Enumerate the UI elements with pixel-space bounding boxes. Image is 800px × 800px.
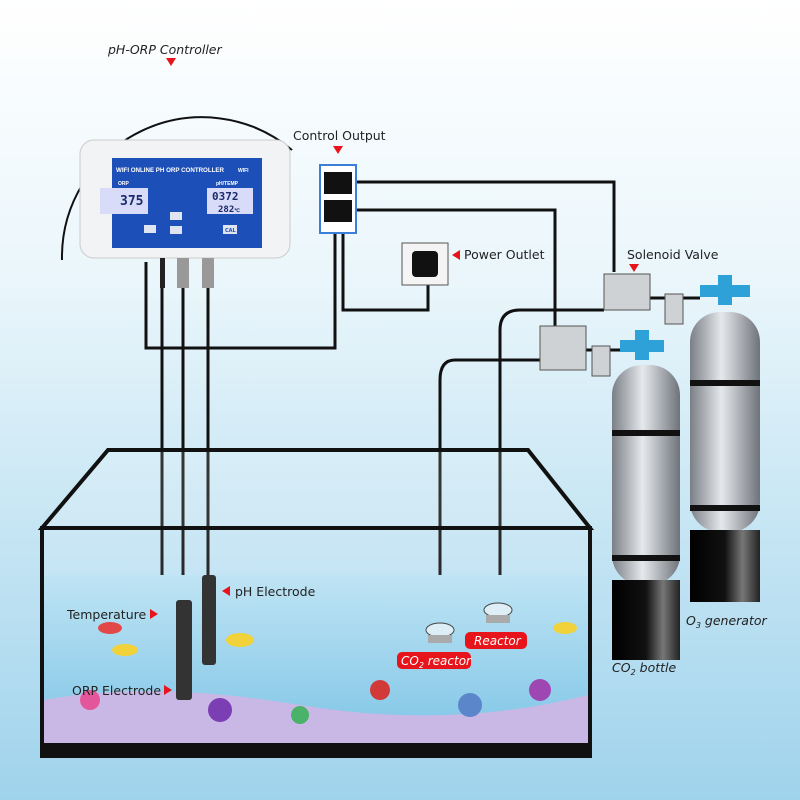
temperature-label: Temperature [66,607,146,622]
orp-label: ORP [118,181,130,187]
pointer-arrow-icon [164,685,172,695]
power-outlet: Power Outlet [401,242,545,286]
orp-electrode-label: ORP Electrode [72,683,161,698]
co2-reactor-badge [397,652,471,669]
reactor-badge [465,632,527,649]
co2-bottle-label: CO2 bottle [612,660,677,677]
control-output-label: Control Output [293,128,386,143]
device-title: WIFI ONLINE PH ORP CONTROLLER [116,167,224,174]
controller-label: pH-ORP Controller [107,42,223,57]
pointer-arrow-icon [333,146,343,154]
control-output-box: Control Output [293,128,386,234]
ph-temp-label: pH/TEMP [216,181,239,187]
reactor-label: Reactor [474,634,522,648]
wifi-button[interactable] [170,226,182,234]
aquarium [37,448,595,758]
o3-generator-label: O3 generator [686,613,767,630]
pointer-arrow-icon [452,250,460,260]
cal-button[interactable] [223,225,237,234]
ph-display [207,188,253,214]
temp-value: 282℃ [218,205,240,215]
orp-display [100,188,148,214]
ph-electrode-label: pH Electrode [235,584,316,599]
ph-orp-controller: pH-ORP Controller WIFI ONLINE PH ORP CON… [60,42,293,288]
pointer-arrow-icon [629,264,639,272]
co2-reactor-label: CO2 reactor [401,654,472,670]
pointer-arrow-icon [166,58,176,66]
co2-bottle-cylinder: CO2 bottle [612,330,680,677]
wifi-label: WIFI [238,168,249,174]
o3-generator-cylinder: O3 generator [686,275,767,630]
solenoid-valve-label: Solenoid Valve [627,247,719,262]
cal-label: CAL [225,228,237,234]
orp-cal-button[interactable] [144,225,156,233]
pointer-arrow-icon [222,586,230,596]
ph-value: 0372 [212,190,239,203]
pointer-arrow-icon [150,609,158,619]
menu-button[interactable] [170,212,182,220]
power-outlet-label: Power Outlet [464,247,545,262]
solenoid-valves: Solenoid Valve [539,247,719,377]
orp-value: 375 [120,194,143,209]
